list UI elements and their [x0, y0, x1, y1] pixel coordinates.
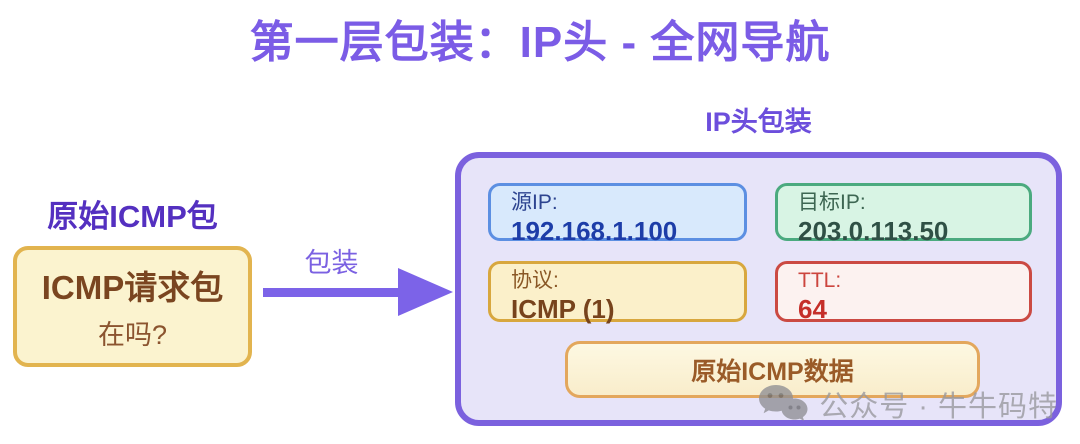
- watermark-text: 公众号 · 牛牛码特: [819, 391, 1058, 423]
- field-protocol-value: ICMP (1): [511, 293, 615, 324]
- field-dest-ip-name: 目标IP:: [798, 191, 866, 214]
- source-packet-label: 原始ICMP包: [47, 199, 218, 234]
- payload-label: 原始ICMP数据: [691, 357, 854, 386]
- field-ttl: TTL: 64: [775, 261, 1032, 324]
- field-source-ip-name: 源IP:: [511, 191, 558, 214]
- wechat-icon: [759, 385, 808, 421]
- field-ttl-value: 64: [798, 293, 827, 324]
- page-title: 第一层包装：IP头 - 全网导航: [249, 18, 831, 67]
- field-source-ip-value: 192.168.1.100: [511, 215, 678, 246]
- watermark: 公众号 · 牛牛码特: [757, 383, 1058, 425]
- encapsulation-arrow-shaft: [263, 288, 403, 297]
- source-packet-box: ICMP请求包 在吗?: [13, 246, 252, 367]
- source-packet-title: ICMP请求包: [41, 269, 224, 306]
- ip-header-box: 源IP: 192.168.1.100 目标IP: 203.0.113.50 协议…: [455, 152, 1062, 426]
- field-ttl-name: TTL:: [798, 269, 842, 292]
- field-dest-ip: 目标IP: 203.0.113.50: [775, 183, 1032, 246]
- ip-header-label: IP头包装: [705, 107, 812, 137]
- source-packet-subtitle: 在吗?: [97, 320, 168, 350]
- field-source-ip: 源IP: 192.168.1.100: [488, 183, 747, 246]
- field-dest-ip-value: 203.0.113.50: [798, 215, 949, 246]
- arrow-label: 包装: [304, 248, 359, 278]
- field-protocol: 协议: ICMP (1): [488, 261, 747, 324]
- encapsulation-arrow-head: [398, 268, 453, 316]
- field-protocol-name: 协议:: [511, 269, 559, 292]
